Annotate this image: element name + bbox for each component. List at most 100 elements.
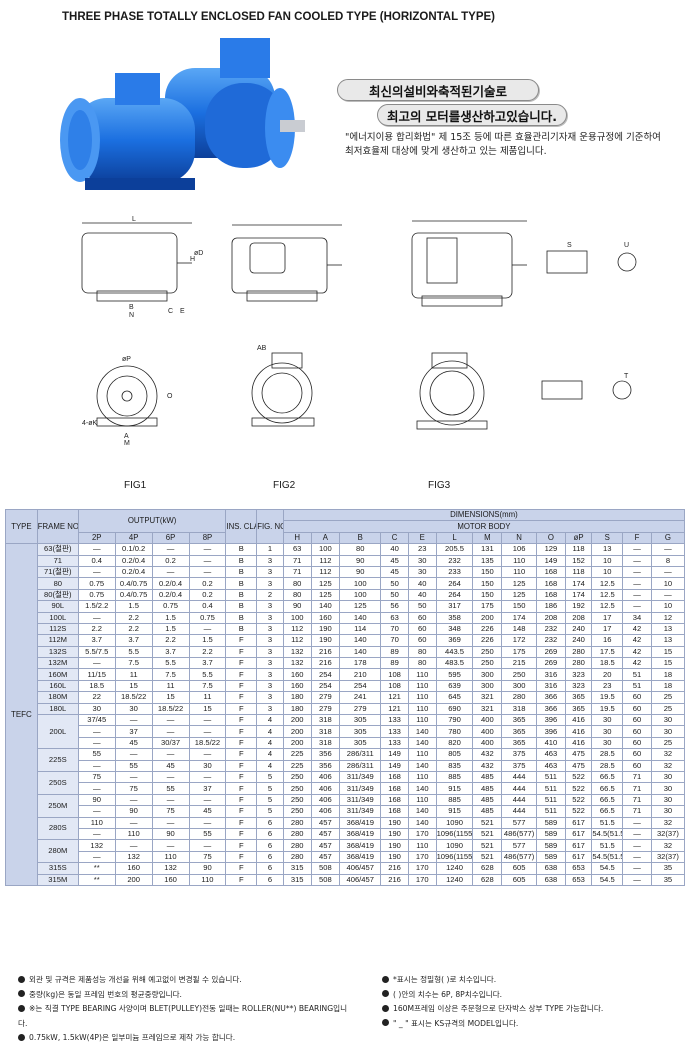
table-cell: F (225, 827, 258, 841)
shaft-detail-1 (546, 250, 637, 274)
table-cell: 4 (256, 759, 284, 773)
table-cell: 192 (564, 600, 593, 613)
page-title: THREE PHASE TOTALLY ENCLOSED FAN COOLED … (62, 11, 495, 23)
table-cell: 13 (650, 622, 686, 636)
table-cell: — (114, 816, 153, 829)
table-cell: ** (77, 873, 116, 886)
table-cell: 110 (77, 816, 116, 829)
table-cell: 150 (472, 577, 503, 590)
table-cell: 0.4 (77, 554, 116, 567)
table-cell: F (225, 657, 258, 670)
table-cell: 5 (256, 782, 284, 795)
table-cell: F (225, 782, 258, 795)
table-cell: 1.5 (151, 622, 190, 636)
table-cell: 595 (435, 668, 474, 681)
table-cell: 3 (256, 679, 284, 693)
table-cell: 589 (536, 816, 566, 829)
table-cell: 5 (256, 770, 284, 784)
table-cell: 35 (650, 873, 686, 886)
table-cell: 589 (536, 827, 566, 841)
table-cell: 406 (310, 793, 341, 807)
table-cell: — (151, 725, 190, 738)
table-cell: 55 (188, 827, 227, 841)
column-header: M (472, 531, 503, 545)
table-cell: 5.5 (114, 645, 153, 659)
table-cell: 160 (282, 668, 312, 681)
table-cell: 6 (256, 827, 284, 841)
table-cell: 511 (536, 805, 566, 818)
table-cell: 140 (339, 634, 382, 647)
table-cell: 60 (622, 691, 652, 704)
table-cell: 315 (282, 862, 312, 875)
table-cell: 45 (380, 565, 409, 579)
table-cell: 286/311 (339, 748, 382, 761)
table-cell: 100 (282, 611, 312, 624)
column-header: F (622, 531, 652, 545)
table-cell: 15 (650, 645, 686, 659)
table-cell: 70 (380, 634, 409, 647)
table-cell: 3 (256, 600, 284, 613)
table-cell: 168 (536, 577, 566, 590)
table-cell: 300 (501, 679, 538, 693)
table-cell: 279 (310, 702, 341, 716)
table-cell: 521 (472, 827, 503, 841)
table-cell: 323 (564, 668, 593, 681)
table-cell: F (225, 748, 258, 761)
table-cell: 356 (310, 759, 341, 773)
table-cell: 63 (380, 611, 409, 624)
table-cell: 37/45 (77, 714, 116, 727)
table-cell: 0.2 (188, 588, 227, 602)
table-cell: 208 (536, 611, 566, 624)
table-cell: 400 (472, 725, 503, 738)
table-cell: 12.5 (591, 588, 624, 602)
table-cell: 50 (380, 588, 409, 602)
table-cell: 15 (650, 657, 686, 670)
table-cell: 485 (472, 782, 503, 795)
table-cell: 80 (282, 577, 312, 590)
table-cell: 140 (407, 782, 437, 795)
table-cell: 180 (282, 691, 312, 704)
table-cell: 8 (650, 554, 686, 567)
table-cell: 443.5 (435, 645, 474, 659)
table-cell: 174 (564, 577, 593, 590)
table-cell: 250M (36, 793, 79, 818)
table-cell: 311/349 (339, 793, 382, 807)
table-cell: 140 (339, 645, 382, 659)
column-header: G (650, 531, 686, 545)
th-output: OUTPUT(kW) (77, 509, 227, 533)
table-cell: 110 (501, 565, 538, 579)
table-cell: 1.5 (114, 600, 153, 613)
table-cell: 1096(1155) (435, 850, 474, 864)
table-cell: 0.75 (188, 611, 227, 624)
table-cell: 311/349 (339, 770, 382, 784)
table-cell: 18.5 (77, 679, 116, 693)
table-cell: B (225, 588, 258, 602)
table-cell: F (225, 805, 258, 818)
table-cell: 42 (622, 622, 652, 636)
dim-letter-H: H (190, 256, 195, 263)
table-cell: 232 (536, 634, 566, 647)
table-cell: 0.4/0.75 (114, 588, 153, 602)
table-cell: 140 (407, 805, 437, 818)
table-cell: — (114, 839, 153, 852)
table-cell: — (188, 816, 227, 829)
table-cell: 180L (36, 702, 79, 716)
table-cell: 0.75 (77, 588, 116, 602)
table-cell: 485 (472, 793, 503, 807)
table-cell: 2.2 (77, 622, 116, 636)
table-cell: 18 (650, 668, 686, 681)
table-cell: 110 (407, 702, 437, 716)
description-text: "에너지이용 합리화법" 제 15조 등에 따른 효율관리기자재 운용규정에 기… (345, 132, 661, 157)
column-header: H (282, 531, 312, 545)
table-cell: 200 (472, 611, 503, 624)
table-cell: 638 (536, 862, 566, 875)
table-cell: 168 (380, 805, 409, 818)
table-cell: 5.5 (151, 657, 190, 670)
table-cell: F (225, 839, 258, 852)
table-cell: 75 (188, 850, 227, 864)
table-cell: 317 (435, 600, 474, 613)
table-cell: 172 (501, 634, 538, 647)
table-cell: 180M (36, 691, 79, 704)
table-cell: 114 (339, 622, 382, 636)
